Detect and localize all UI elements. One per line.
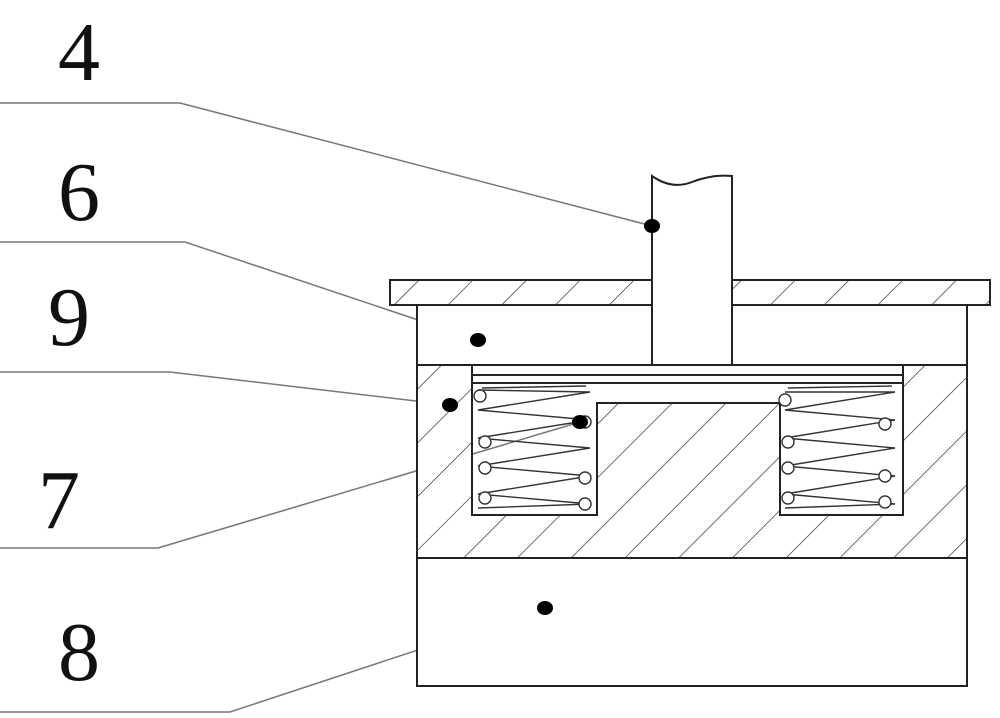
leader-line-6: [0, 241, 479, 341]
callout-label-7: 7: [38, 454, 80, 547]
leader-dot-9: [442, 398, 458, 412]
base-block: [416, 557, 968, 687]
leader-line-4: [0, 102, 653, 227]
callout-label-6: 6: [58, 146, 100, 239]
pressing-plate: [471, 374, 904, 384]
leader-dot-6: [470, 333, 486, 347]
leader-dot-7: [572, 415, 588, 429]
right-spring: [778, 385, 896, 509]
callout-label-4: 4: [58, 6, 100, 99]
push-rod: [651, 174, 733, 366]
spring-housing: [416, 364, 968, 559]
leader-dot-8: [537, 601, 553, 615]
callout-label-9: 9: [48, 271, 90, 364]
leader-line-9: [0, 371, 451, 406]
left-spring: [473, 385, 592, 511]
callout-label-8: 8: [58, 606, 100, 699]
leader-dot-4: [644, 219, 660, 233]
